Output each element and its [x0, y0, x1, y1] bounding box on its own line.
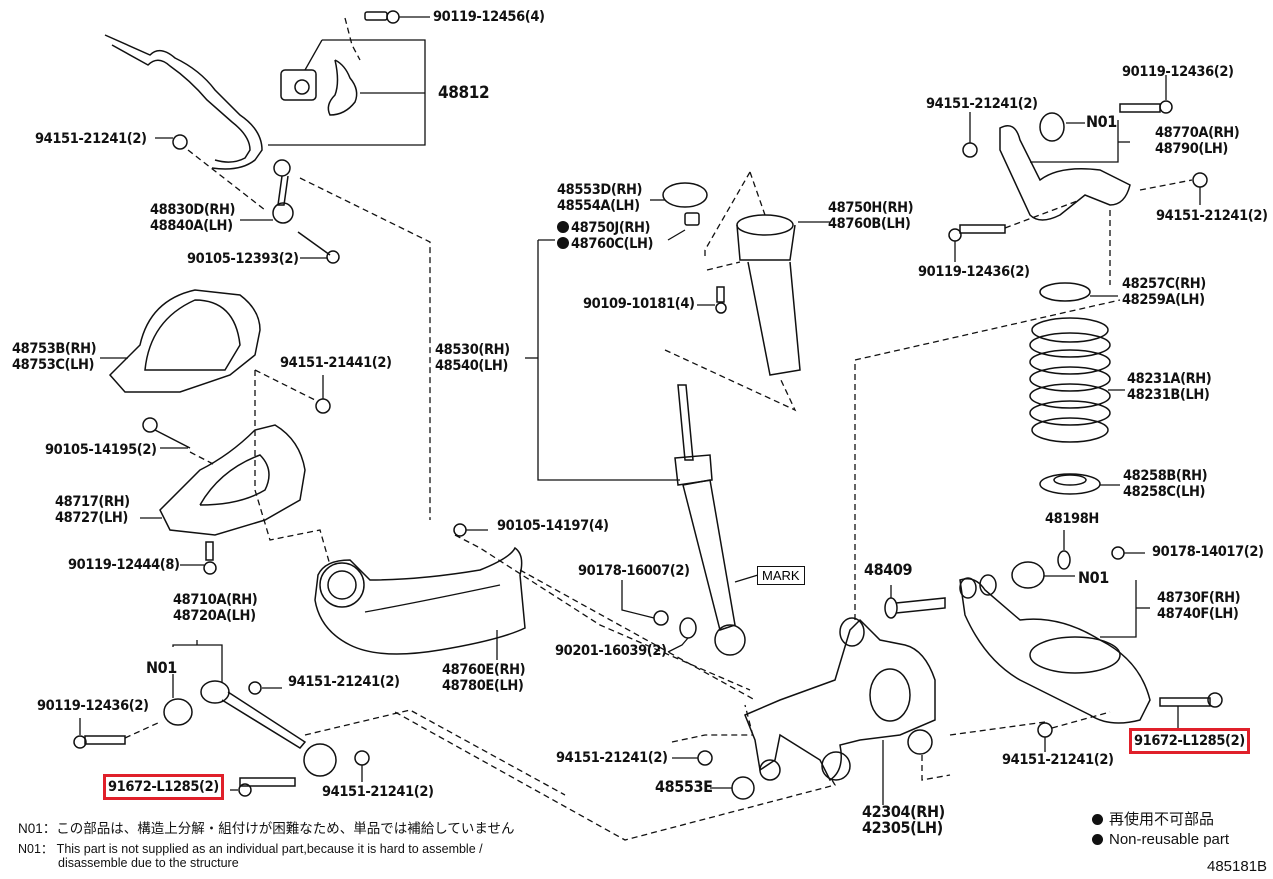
cap-and-nut: [525, 182, 708, 481]
note-n01-japanese: N01：この部品は、構造上分解・組付けが困難なため、単品では補給していません: [18, 821, 515, 836]
bolt-icon: [142, 417, 216, 466]
part-label-90178-16007: 90178-16007(2): [578, 563, 690, 579]
part-label-90119-12436-top: 90119-12436(2): [1122, 64, 1234, 80]
spring-upper-insulator: [1039, 210, 1118, 302]
non-reusable-dot-icon: [1092, 834, 1103, 845]
trailing-arm: [314, 523, 756, 701]
part-label-94151-21441: 94151-21441(2): [280, 355, 392, 371]
part-label-shock-support: 48750H(RH)48760B(LH): [828, 200, 914, 232]
part-label-knuckle: 42304(RH)42305(LH): [862, 802, 945, 837]
mark-callout: MARK: [757, 566, 805, 585]
stabilizer-link: [240, 159, 431, 520]
part-label-upper-arm: 48770A(RH)48790(LH): [1155, 125, 1240, 157]
part-label-90119-12436-mid: 90119-12436(2): [918, 264, 1030, 280]
part-label-nut-48750: 48750J(RH)48760C(LH): [557, 220, 654, 252]
part-label-toe-arm: 48710A(RH)48720A(LH): [173, 592, 258, 624]
part-label-90201-16039: 90201-16039(2): [555, 643, 667, 659]
suspension-bracket: [140, 424, 306, 536]
bump-stopper: [1057, 530, 1145, 570]
shock-support-and-boot: [664, 171, 830, 412]
part-label-cap-48553: 48553D(RH)48554A(LH): [557, 182, 643, 214]
part-label-48409: 48409: [864, 560, 913, 579]
part-label-90178-14017: 90178-14017(2): [1152, 544, 1264, 560]
rear-knuckle: [744, 299, 1121, 805]
part-label-90119-12456: 90119-12456(4): [433, 9, 545, 25]
toe-control-arm: [73, 640, 566, 797]
legend: 再使用不可部品 Non-reusable part: [1092, 810, 1229, 850]
nut-icon: [254, 369, 331, 566]
part-label-94151-21241-upper-right: 94151-21241(2): [1156, 208, 1268, 224]
stab-bushing-bracket: [268, 17, 426, 146]
stabilizer-bar: [104, 34, 263, 170]
part-label-90105-12393: 90105-12393(2): [187, 251, 299, 267]
part-label-94151-21241-lower-right: 94151-21241(2): [1002, 752, 1114, 768]
part-label-90119-12444: 90119-12444(8): [68, 557, 180, 573]
legend-item-en: Non-reusable part: [1092, 830, 1229, 850]
part-label-floor-cover: 48753B(RH)48753C(LH): [12, 341, 97, 373]
lower-control-arm: [949, 561, 1223, 752]
part-label-94151-21241-knuckle: 94151-21241(2): [556, 750, 668, 766]
part-label-48812: 48812: [438, 83, 490, 103]
part-label-coil-spring: 48231A(RH)48231B(LH): [1127, 371, 1212, 403]
part-label-91672-l1285-left-highlighted[interactable]: 91672-L1285(2): [103, 774, 224, 800]
bolt-icon: [180, 541, 217, 575]
nut-icon: [155, 134, 266, 211]
part-label-91672-l1285-right-highlighted[interactable]: 91672-L1285(2): [1129, 728, 1250, 754]
part-label-lower-insulator: 48258B(RH)48258C(LH): [1123, 468, 1208, 500]
part-label-94151-21241-toe-bottom: 94151-21241(2): [322, 784, 434, 800]
n01-label: N01: [1078, 568, 1109, 587]
part-label-48198h: 48198H: [1045, 511, 1099, 527]
note-n01-english-line2: disassemble due to the structure: [58, 856, 239, 870]
legend-item-jp: 再使用不可部品: [1092, 810, 1229, 830]
part-label-90109-10181: 90109-10181(4): [583, 296, 695, 312]
nut-and-washer: [621, 580, 697, 653]
bolt-icon: [697, 286, 727, 314]
non-reusable-dot-icon: [557, 237, 569, 249]
figure-code: 485181B: [1207, 858, 1268, 875]
non-reusable-dot-icon: [1092, 814, 1103, 825]
n01-label: N01: [146, 658, 177, 677]
part-label-stabilizer-link: 48830D(RH)48840A(LH): [150, 202, 236, 234]
part-label-90105-14195: 90105-14195(2): [45, 442, 157, 458]
floor-cover: [100, 289, 261, 393]
knuckle-bushing-and-nut: [394, 711, 837, 841]
shock-absorber: [674, 384, 759, 656]
part-label-upper-insulator: 48257C(RH)48259A(LH): [1122, 276, 1206, 308]
part-label-lower-arm: 48730F(RH)48740F(LH): [1157, 590, 1241, 622]
part-label-trailing-arm: 48760E(RH)48780E(LH): [442, 662, 526, 694]
non-reusable-dot-icon: [557, 221, 569, 233]
part-label-94151-21241: 94151-21241(2): [35, 131, 147, 147]
upper-control-arm: [948, 75, 1208, 262]
note-n01-english-line1: N01： This part is not supplied as an ind…: [18, 842, 483, 856]
part-label-90105-14197: 90105-14197(4): [497, 518, 609, 534]
bolt-icon: [364, 10, 430, 24]
part-label-94151-21241-toe: 94151-21241(2): [288, 674, 400, 690]
part-label-90119-12436-bottom: 90119-12436(2): [37, 698, 149, 714]
part-label-shock-absorber: 48530(RH)48540(LH): [435, 342, 510, 374]
spring-lower-insulator: [1039, 473, 1120, 495]
n01-label: N01: [1086, 112, 1117, 131]
part-label-94151-21241-upper-left: 94151-21241(2): [926, 96, 1038, 112]
part-label-48553e: 48553E: [655, 777, 713, 796]
part-label-bracket: 48717(RH)48727(LH): [55, 494, 130, 526]
coil-spring: [1029, 317, 1125, 443]
adjusting-bolt: [884, 585, 946, 619]
